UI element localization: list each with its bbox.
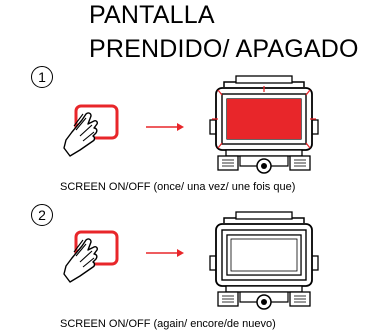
hand-pointer-icon	[62, 104, 119, 158]
screen-off-display	[226, 234, 302, 276]
right-arrow-icon	[145, 122, 185, 132]
step-2-number: 2	[31, 204, 53, 226]
page-title-line-2: PRENDIDO/ APAGADO	[89, 35, 359, 63]
screen-on-display	[227, 99, 301, 139]
screen-inner-frame	[230, 238, 298, 272]
glow-rays	[212, 86, 316, 149]
step-2-caption: SCREEN ON/OFF (again/ encore/de nuevo)	[60, 318, 276, 330]
page-title-line-1: PANTALLA	[89, 1, 215, 29]
right-arrow-icon	[145, 248, 185, 258]
step-1-number: 1	[31, 66, 53, 88]
step-1-caption: SCREEN ON/OFF (once/ una vez/ une fois q…	[60, 181, 296, 193]
hand-pointer-icon	[62, 230, 119, 284]
